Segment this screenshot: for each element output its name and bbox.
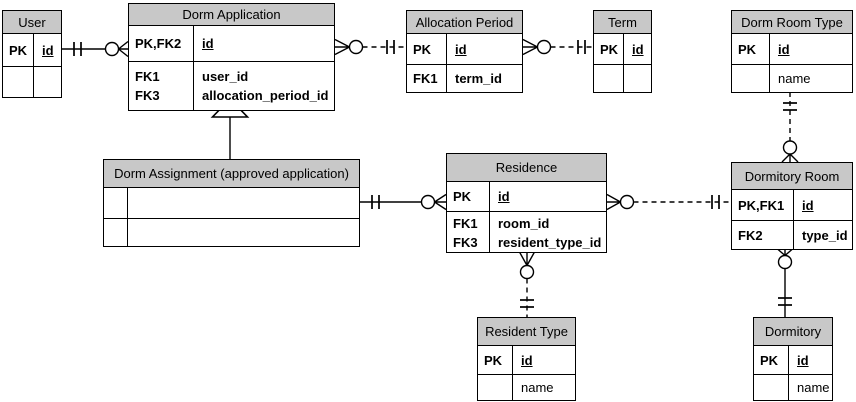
empty-key-cell — [3, 67, 34, 97]
attr-cell: id — [455, 41, 467, 57]
entity-term: Term PK id — [593, 10, 652, 93]
pk-cell: PK — [447, 182, 490, 211]
pk-cell: PK — [754, 346, 789, 374]
pk-cell: PK,FK1 — [732, 190, 794, 220]
entity-title: Dormitory Room — [732, 163, 852, 190]
empty-key-cell — [594, 65, 624, 92]
rel-dormassignment-residence — [360, 193, 447, 211]
rel-residence-dormitoryroom — [606, 193, 731, 211]
attr-cell: id — [797, 352, 809, 368]
empty-attr-cell — [128, 188, 359, 218]
entity-resident-type: Resident Type PK id name — [477, 317, 576, 401]
entity-allocation-period: Allocation Period PK id FK1 term_id — [406, 10, 523, 93]
attr-cell: id — [778, 41, 790, 57]
pk-cell: PK — [407, 34, 447, 64]
attr-cell: name — [521, 380, 554, 395]
attr-cell: name — [778, 71, 811, 86]
rel-dormitoryroom-dormitory — [777, 248, 793, 317]
entity-title: Term — [594, 11, 651, 34]
pk-cell: PK — [3, 34, 34, 66]
empty-attr-cell — [624, 65, 651, 92]
empty-key-cell — [478, 375, 513, 400]
pk-cell: PK — [732, 34, 770, 64]
rel-allocationperiod-term — [522, 38, 593, 56]
pk-cell: PK,FK2 — [129, 26, 194, 61]
entity-dormitory-room: Dormitory Room PK,FK1 id FK2 type_id — [731, 162, 853, 250]
empty-key-cell — [104, 219, 128, 246]
entity-title: Dorm Room Type — [732, 11, 852, 34]
pk-cell: PK — [594, 34, 624, 64]
fk-attr-cell: room_id resident_type_id — [498, 216, 602, 250]
attr-cell: id — [521, 352, 533, 368]
entity-title: User — [3, 11, 61, 34]
attr-cell: id — [498, 189, 510, 204]
entity-title: Dormitory — [754, 318, 832, 346]
pk-cell: PK — [478, 346, 513, 374]
entity-dormitory: Dormitory PK id name — [753, 317, 833, 401]
fk-key-cell: FK1 — [407, 65, 447, 92]
entity-title: Residence — [447, 154, 606, 182]
attr-cell: name — [797, 380, 830, 395]
rel-dormroomtype-dormitoryroom — [781, 92, 799, 163]
entity-user: User PK id — [2, 10, 62, 98]
fk-attr-cell: type_id — [802, 227, 848, 243]
rel-residence-residenttype — [518, 251, 536, 317]
fk-key-cell: FK2 — [732, 221, 794, 249]
rel-user-dormapp — [62, 40, 129, 58]
attr-cell: id — [202, 36, 214, 51]
entity-title: Dorm Assignment (approved application) — [104, 160, 359, 188]
entity-residence: Residence PK id FK1 FK3 room_id resident… — [446, 153, 607, 253]
empty-attr-cell — [34, 67, 61, 97]
entity-dorm-application: Dorm Application PK,FK2 id FK1 FK3 user_… — [128, 3, 335, 111]
rel-dormapp-allocationperiod — [334, 38, 406, 56]
attr-cell: id — [42, 42, 54, 58]
fk-attr-cell: user_id allocation_period_id — [202, 69, 329, 103]
entity-title: Resident Type — [478, 318, 575, 346]
empty-key-cell — [104, 188, 128, 218]
entity-title: Dorm Application — [129, 4, 334, 26]
attr-cell: id — [802, 197, 814, 213]
entity-dorm-room-type: Dorm Room Type PK id name — [731, 10, 853, 93]
fk-key-cell: FK1 FK3 — [447, 212, 490, 252]
entity-title: Allocation Period — [407, 11, 522, 34]
empty-key-cell — [732, 65, 770, 92]
empty-attr-cell — [128, 219, 359, 246]
attr-cell: id — [632, 41, 644, 57]
fk-key-cell: FK1 FK3 — [129, 62, 194, 110]
empty-key-cell — [754, 375, 789, 400]
entity-dorm-assignment: Dorm Assignment (approved application) — [103, 159, 360, 247]
fk-attr-cell: term_id — [455, 71, 502, 86]
